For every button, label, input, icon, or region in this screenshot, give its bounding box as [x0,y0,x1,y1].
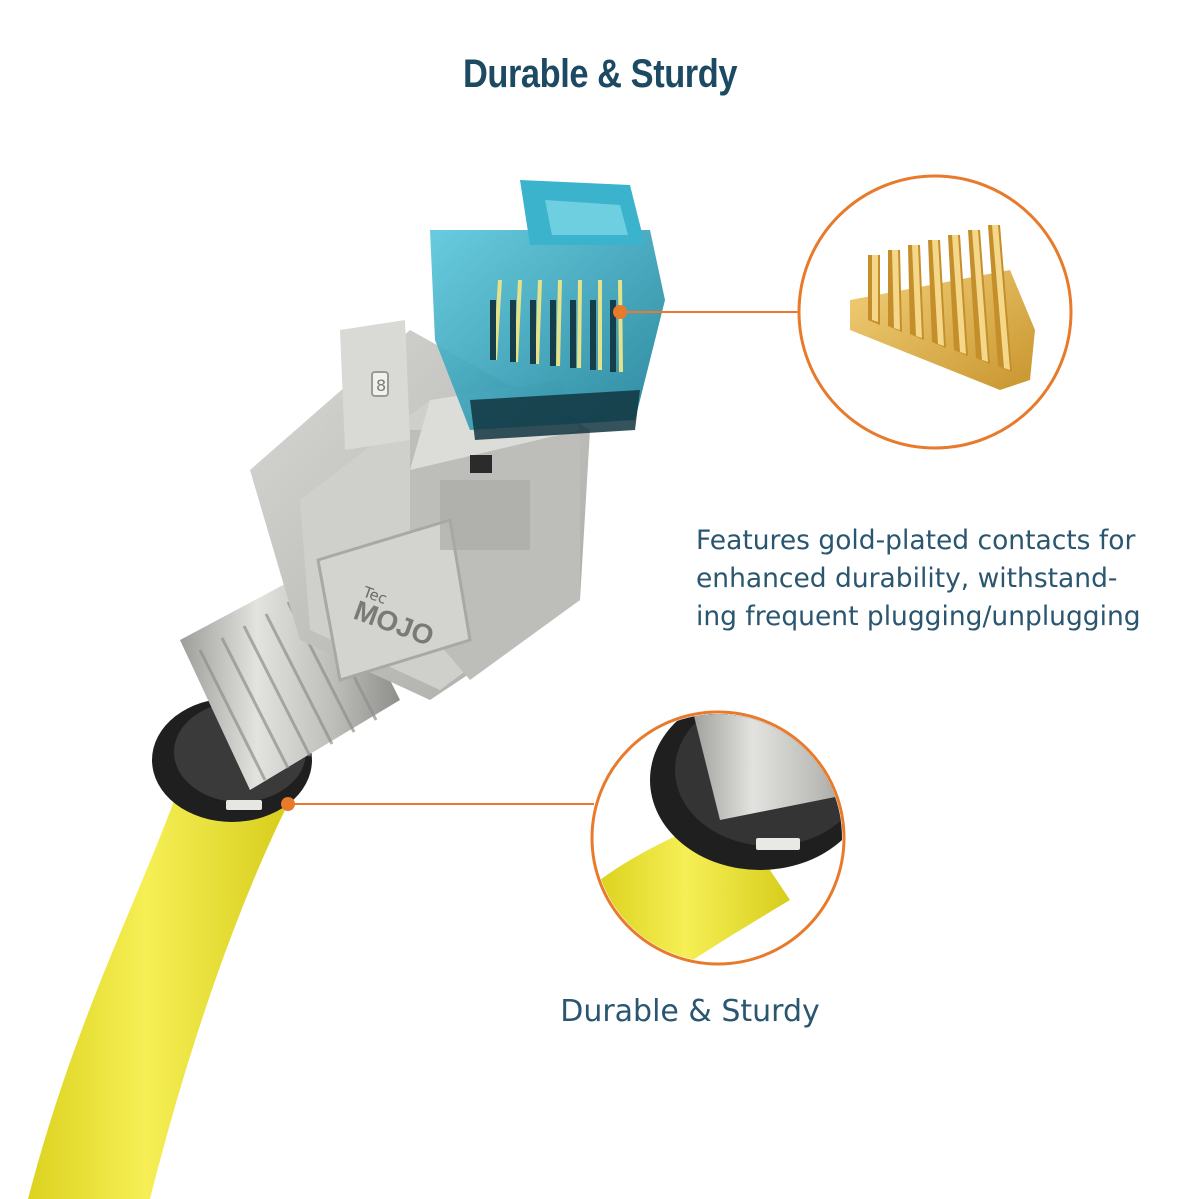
boot-feature-label: Durable & Sturdy [560,994,820,1029]
callout-dot-contacts [613,305,627,319]
gold-contacts-closeup [850,225,1035,390]
plug-front-teal [430,230,665,430]
page-title: Durable & Sturdy [462,52,738,96]
latch-mark-text: 8 [376,376,386,395]
cable [28,760,290,1199]
callout-dot-boot [281,797,295,811]
contacts-feature-text: Features gold-plated contacts for enhanc… [696,525,1141,632]
